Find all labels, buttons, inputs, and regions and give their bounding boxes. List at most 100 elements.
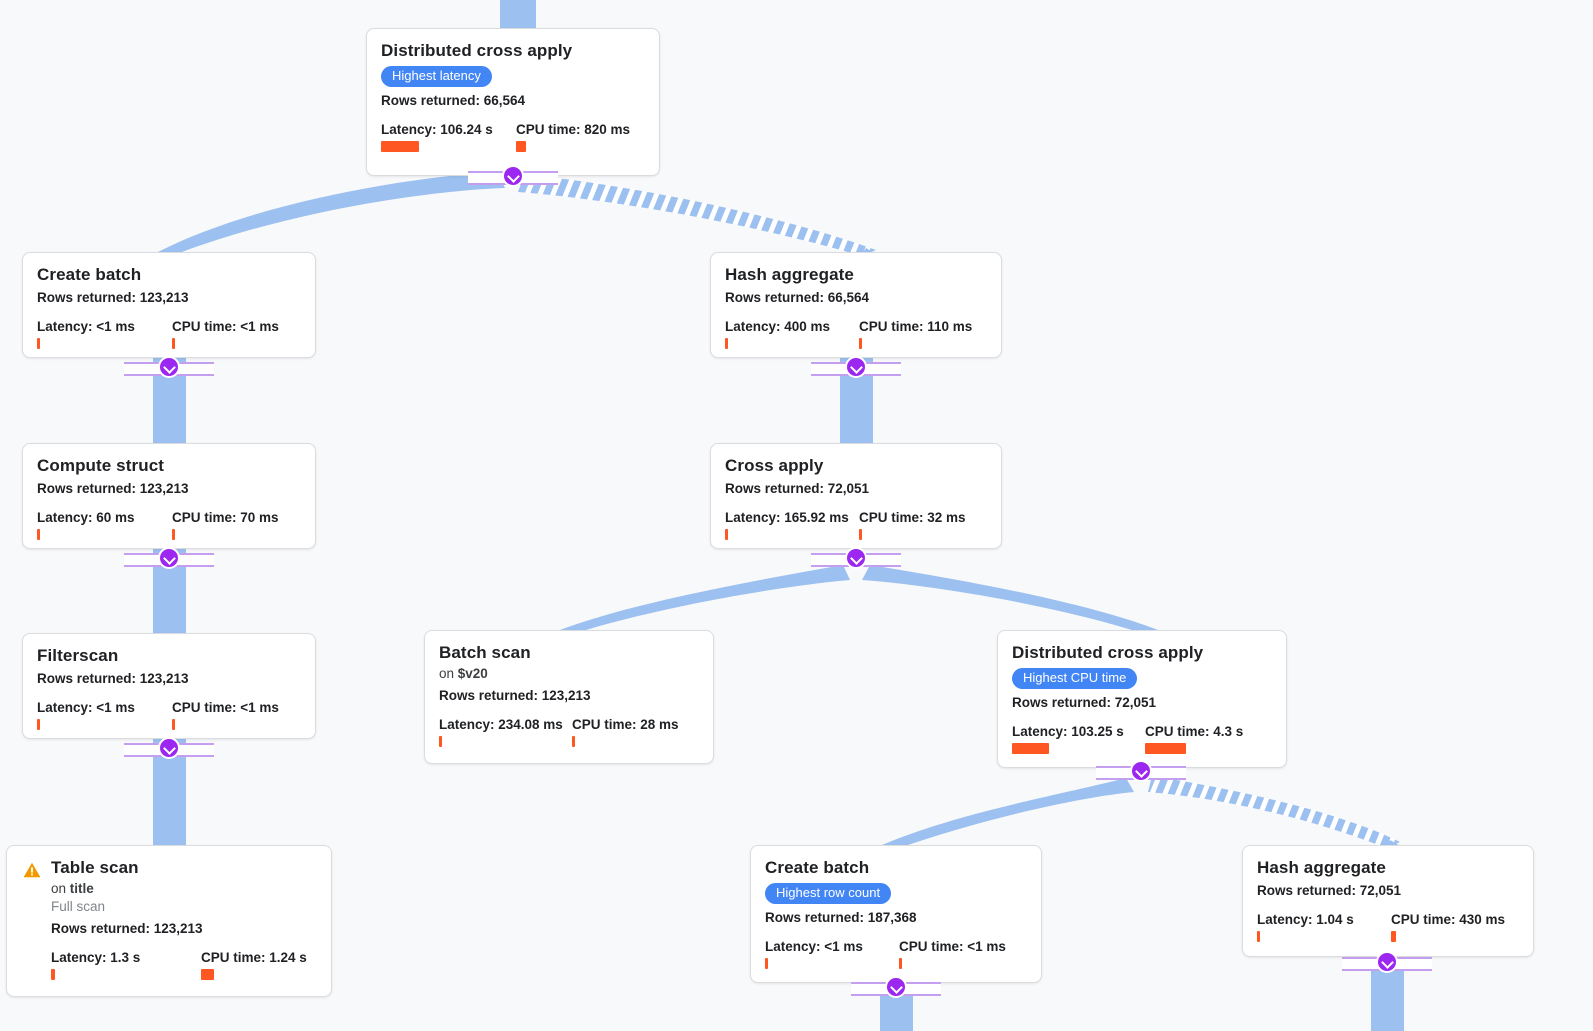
- metric-latency: Latency: 165.92 ms: [725, 510, 859, 540]
- collapse-toggle-toggle-root[interactable]: [468, 165, 558, 187]
- metric-cpu-label: CPU time: 4.3 s: [1145, 724, 1244, 739]
- metric-cpu-bar: [1145, 743, 1186, 754]
- metric-latency-label: Latency: 400 ms: [725, 319, 831, 334]
- collapse-toggle-toggle-compute-struct[interactable]: [124, 547, 214, 569]
- collapse-toggle-toggle-create-batch-left[interactable]: [124, 356, 214, 378]
- node-title: Filterscan: [37, 646, 119, 665]
- metric-cpu-bar: [572, 736, 575, 747]
- chevron-down-icon[interactable]: [502, 165, 524, 187]
- metric-cpu-bar: [899, 958, 902, 969]
- collapse-toggle-toggle-distributed-lower[interactable]: [1096, 760, 1186, 782]
- node-rows-returned: Rows returned: 123,213: [37, 290, 189, 305]
- metric-cpu-time: CPU time: 70 ms: [172, 510, 279, 540]
- node-title: Table scan: [51, 858, 139, 877]
- collapse-toggle-toggle-hash-aggregate-lower[interactable]: [1342, 951, 1432, 973]
- chevron-down-icon[interactable]: [845, 356, 867, 378]
- metric-latency: Latency: <1 ms: [37, 700, 172, 730]
- node-rows-returned: Rows returned: 66,564: [725, 290, 870, 305]
- node-rows-returned: Rows returned: 123,213: [51, 921, 203, 936]
- metric-latency: Latency: 1.3 s: [51, 950, 201, 980]
- node-subtitle-prefix: on: [439, 666, 458, 681]
- metric-latency: Latency: <1 ms: [37, 319, 172, 349]
- node-badge: Highest CPU time: [1012, 668, 1138, 689]
- metric-cpu-time: CPU time: 1.24 s: [201, 950, 307, 980]
- node-badge: Highest row count: [765, 883, 892, 904]
- metric-latency: Latency: 103.25 s: [1012, 724, 1145, 754]
- chevron-down-icon[interactable]: [1130, 760, 1152, 782]
- node-note: Full scan: [51, 899, 106, 914]
- node-rows-returned: Rows returned: 66,564: [381, 93, 526, 108]
- metric-cpu-time: CPU time: <1 ms: [899, 939, 1006, 969]
- node-title: Distributed cross apply: [1012, 643, 1204, 662]
- metric-latency-bar: [51, 969, 55, 980]
- metric-cpu-label: CPU time: 110 ms: [859, 319, 973, 334]
- metric-cpu-time: CPU time: 4.3 s: [1145, 724, 1243, 754]
- metric-cpu-bar: [172, 529, 175, 540]
- metric-cpu-label: CPU time: <1 ms: [172, 700, 279, 715]
- edge-cross-apply-to-distributed: [862, 565, 1158, 630]
- node-subtitle-value: $v20: [457, 666, 488, 681]
- metric-latency-label: Latency: <1 ms: [765, 939, 863, 954]
- node-metrics: Latency: 400 ms CPU time: 110 ms: [725, 319, 987, 349]
- edge-create-batch-output: [880, 994, 913, 1031]
- metric-latency-label: Latency: 60 ms: [37, 510, 135, 525]
- metric-latency-label: Latency: 1.3 s: [51, 950, 141, 965]
- collapse-toggle-toggle-cross-apply[interactable]: [811, 547, 901, 569]
- metric-latency-bar: [37, 719, 40, 730]
- warning-triangle-icon: [23, 862, 41, 878]
- node-rows-returned: Rows returned: 123,213: [37, 671, 189, 686]
- metric-cpu-bar: [172, 719, 175, 730]
- metric-cpu-label: CPU time: 70 ms: [172, 510, 279, 525]
- metric-cpu-bar: [1391, 931, 1396, 942]
- metric-latency-label: Latency: 234.08 ms: [439, 717, 563, 732]
- edge-root-to-create-batch: [158, 172, 505, 252]
- edge-cross-apply-to-batch-scan: [560, 565, 850, 630]
- metric-cpu-bar: [859, 529, 862, 540]
- metric-cpu-label: CPU time: 1.24 s: [201, 950, 307, 965]
- metric-latency-bar: [381, 141, 419, 152]
- node-metrics: Latency: 103.25 s CPU time: 4.3 s: [1012, 724, 1272, 754]
- metric-latency-label: Latency: 103.25 s: [1012, 724, 1124, 739]
- node-rows-returned: Rows returned: 72,051: [1012, 695, 1157, 710]
- edge-root-to-hash-aggregate: [518, 174, 876, 256]
- chevron-down-icon[interactable]: [158, 737, 180, 759]
- node-rows-returned: Rows returned: 123,213: [37, 481, 189, 496]
- collapse-toggle-toggle-create-batch-rows[interactable]: [851, 976, 941, 998]
- chevron-down-icon[interactable]: [158, 547, 180, 569]
- node-title: Create batch: [765, 858, 870, 877]
- metric-latency-bar: [1257, 931, 1260, 942]
- collapse-toggle-toggle-hash-aggregate-upper[interactable]: [811, 356, 901, 378]
- node-subtitle-value: title: [69, 881, 94, 896]
- chevron-down-icon[interactable]: [845, 547, 867, 569]
- metric-cpu-label: CPU time: 28 ms: [572, 717, 679, 732]
- node-rows-returned: Rows returned: 187,368: [765, 910, 917, 925]
- chevron-down-icon[interactable]: [885, 976, 907, 998]
- metric-latency: Latency: <1 ms: [765, 939, 899, 969]
- metric-latency-label: Latency: <1 ms: [37, 700, 135, 715]
- node-rows-returned: Rows returned: 72,051: [725, 481, 870, 496]
- metric-latency-label: Latency: <1 ms: [37, 319, 135, 334]
- metric-cpu-time: CPU time: 28 ms: [572, 717, 679, 747]
- metric-latency-label: Latency: 165.92 ms: [725, 510, 849, 525]
- metric-cpu-bar: [201, 969, 214, 980]
- chevron-down-icon[interactable]: [1376, 951, 1398, 973]
- collapse-toggle-toggle-filterscan[interactable]: [124, 737, 214, 759]
- node-metrics: Latency: <1 ms CPU time: <1 ms: [37, 700, 301, 730]
- metric-cpu-time: CPU time: <1 ms: [172, 700, 279, 730]
- chevron-down-icon[interactable]: [158, 356, 180, 378]
- metric-latency-bar: [725, 338, 728, 349]
